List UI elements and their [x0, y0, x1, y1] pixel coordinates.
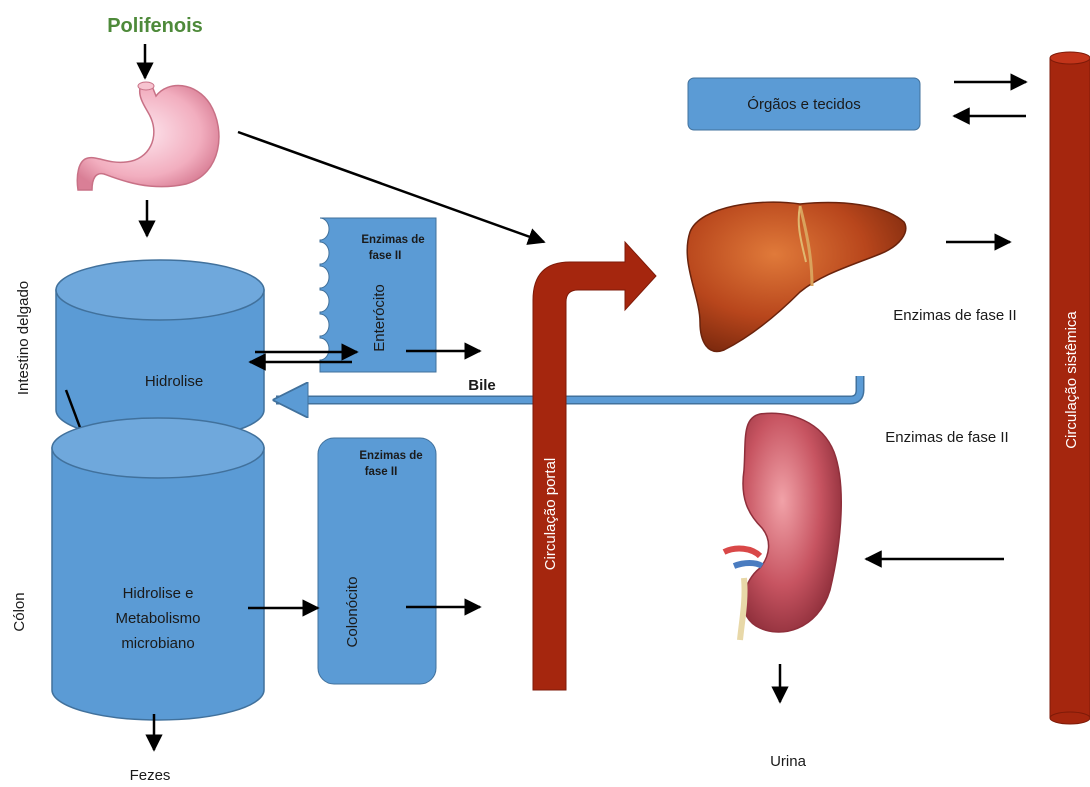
colonocyte-label: Colonócito	[344, 577, 361, 648]
portal-circulation-label: Circulação portal	[542, 458, 559, 571]
colon-process-line3: microbiano	[121, 635, 194, 652]
colonocyte-enzyme-line2: fase II	[365, 466, 398, 478]
enterocyte-enzyme-line2: fase II	[369, 250, 402, 262]
small-intestine-label: Intestino delgado	[15, 281, 32, 395]
feces-label: Fezes	[130, 767, 171, 784]
colon-label: Cólon	[11, 592, 28, 631]
colonocyte-enzyme-line1: Enzimas de	[359, 450, 422, 462]
urine-label: Urina	[770, 753, 807, 770]
liver-enzymes-label: Enzimas de fase II	[893, 307, 1016, 324]
colon-process-line2: Metabolismo	[115, 610, 200, 627]
hydrolysis-label: Hidrolise	[145, 373, 203, 390]
enterocyte-label: Enterócito	[371, 284, 388, 352]
kidney-enzymes-label: Enzimas de fase II	[885, 429, 1008, 446]
systemic-circulation-label: Circulação sistêmica	[1063, 311, 1080, 449]
enterocyte-enzyme-line1: Enzimas de	[361, 234, 424, 246]
organs-tissues-label: Órgãos e tecidos	[747, 96, 860, 113]
bile-arrow-outline	[276, 376, 860, 400]
bile-label: Bile	[468, 377, 496, 394]
liver-illustration	[687, 202, 906, 351]
small-intestine-cylinder	[56, 260, 264, 440]
colon-cylinder	[52, 418, 264, 720]
stomach-illustration	[77, 82, 219, 190]
title-polifenois: Polifenois	[107, 15, 203, 37]
kidney-illustration	[724, 413, 841, 640]
colon-process-line1: Hidrolise e	[123, 585, 194, 602]
